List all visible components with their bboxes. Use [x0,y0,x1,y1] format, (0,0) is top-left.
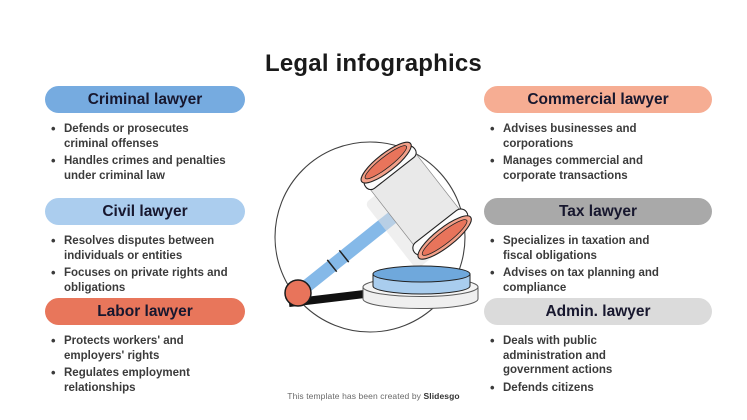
bullet-item: Advises businesses and corporations [490,121,712,151]
handle-ball [284,279,312,307]
pill-civil-lawyer: Civil lawyer [45,198,245,225]
card-tax-lawyer: Tax lawyer Specializes in taxation and f… [484,198,712,298]
pill-labor-lawyer: Labor lawyer [45,298,245,325]
page-title: Legal infographics [265,50,482,78]
bullet-item: Defends or prosecutes criminal offenses [51,121,245,151]
pill-label: Civil lawyer [102,202,188,220]
card-admin-lawyer: Admin. lawyer Deals with public administ… [484,298,712,398]
gavel-head [360,141,472,268]
bullet-list: Defends or prosecutes criminal offenses … [51,121,245,183]
sound-block [362,265,479,309]
card-criminal-lawyer: Criminal lawyer Defends or prosecutes cr… [45,86,245,186]
footer-credit: This template has been created by Slides… [0,391,747,401]
bullet-item: Resolves disputes between individuals or… [51,233,245,263]
bullet-list: Protects workers' and employers' rights … [51,333,245,395]
card-civil-lawyer: Civil lawyer Resolves disputes between i… [45,198,245,298]
bullet-item: Handles crimes and penalties under crimi… [51,153,245,183]
pill-admin-lawyer: Admin. lawyer [484,298,712,325]
bullet-item: Deals with public administration and gov… [490,333,712,378]
bullet-list: Deals with public administration and gov… [490,333,712,396]
circle-outline [274,141,466,333]
gavel-handle [293,207,403,299]
bullet-item: Defends citizens [490,380,712,396]
pill-label: Labor lawyer [97,302,193,320]
pill-label: Tax lawyer [558,202,638,220]
bullet-item: Protects workers' and employers' rights [51,333,245,363]
gavel-illustration [274,141,479,333]
bullet-item: Manages commercial and corporate transac… [490,153,712,183]
pill-label: Commercial lawyer [527,90,669,108]
bullet-list: Specializes in taxation and fiscal oblig… [490,233,712,295]
bullet-item: Specializes in taxation and fiscal oblig… [490,233,712,263]
bullet-list: Advises businesses and corporations Mana… [490,121,712,183]
footer-text: This template has been created by [287,391,421,401]
bullet-list: Resolves disputes between individuals or… [51,233,245,295]
pill-criminal-lawyer: Criminal lawyer [45,86,245,113]
pill-tax-lawyer: Tax lawyer [484,198,712,225]
bullet-item: Advises on tax planning and compliance [490,265,712,295]
footer-brand: Slidesgo [423,391,460,401]
pill-label: Admin. lawyer [545,302,651,320]
card-commercial-lawyer: Commercial lawyer Advises businesses and… [484,86,712,186]
pill-commercial-lawyer: Commercial lawyer [484,86,712,113]
bullet-item: Focuses on private rights and obligation… [51,265,245,295]
bullet-item: Regulates employment relationships [51,365,245,395]
card-labor-lawyer: Labor lawyer Protects workers' and emplo… [45,298,245,398]
pill-label: Criminal lawyer [87,90,203,108]
